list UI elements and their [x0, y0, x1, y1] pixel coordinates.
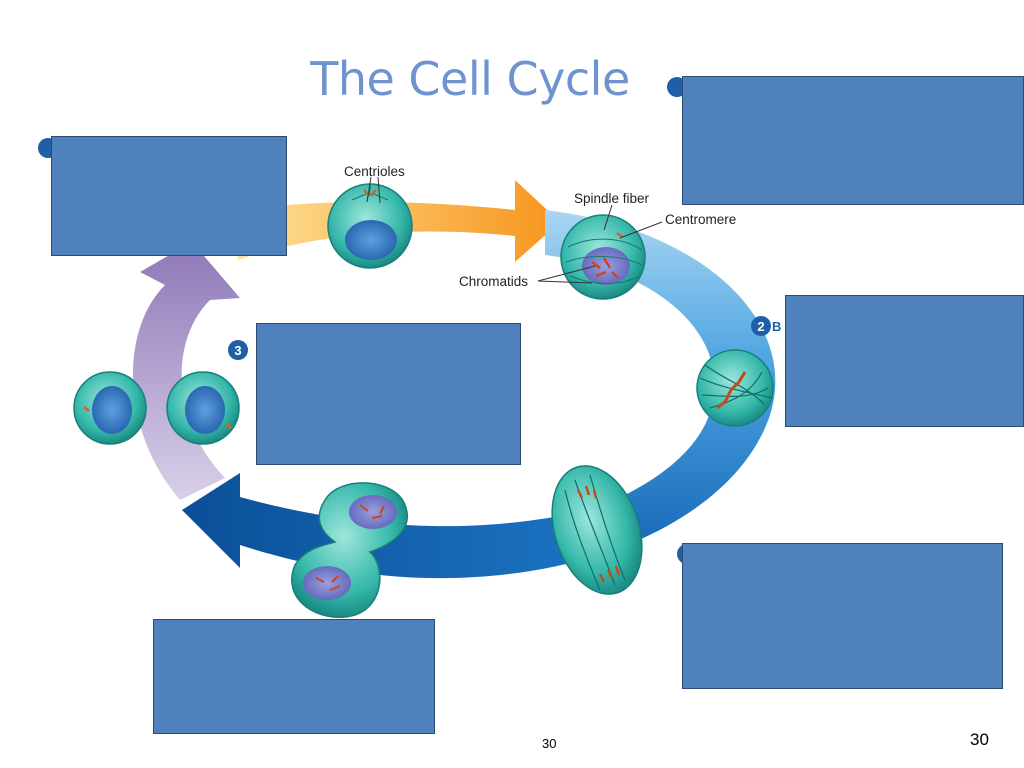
svg-text:3: 3 [234, 343, 241, 358]
svg-text:B: B [772, 319, 781, 334]
cover-box-step-2b [785, 295, 1024, 427]
label-spindle-fiber: Spindle fiber [574, 191, 650, 206]
cell-metaphase [696, 349, 774, 427]
cell-daughter-left [73, 371, 147, 445]
slide-title: The Cell Cycle [310, 52, 630, 106]
cell-anaphase [551, 465, 643, 595]
page-number-footer: 30 [542, 736, 557, 751]
cell-interphase [327, 183, 413, 269]
cover-box-bottom [153, 619, 435, 734]
page-number-corner: 30 [970, 730, 989, 749]
label-centrioles: Centrioles [344, 164, 405, 179]
cover-box-step-1 [51, 136, 287, 256]
arrow-mitosis-blue [545, 210, 776, 560]
arrow-g1-purple [132, 242, 240, 500]
step-badge-2: 2 B [751, 316, 781, 336]
cover-box-step-2a [682, 76, 1024, 205]
cover-box-step-3 [256, 323, 521, 465]
cell-telophase [291, 482, 408, 618]
svg-text:2: 2 [757, 319, 764, 334]
label-leaders [366, 176, 663, 284]
cover-box-step-2c [682, 543, 1003, 689]
step-badge-3: 3 [228, 340, 248, 360]
label-centromere: Centromere [665, 212, 736, 227]
label-chromatids: Chromatids [459, 274, 528, 289]
cell-daughter-right [166, 371, 240, 445]
cell-prophase [560, 214, 646, 300]
